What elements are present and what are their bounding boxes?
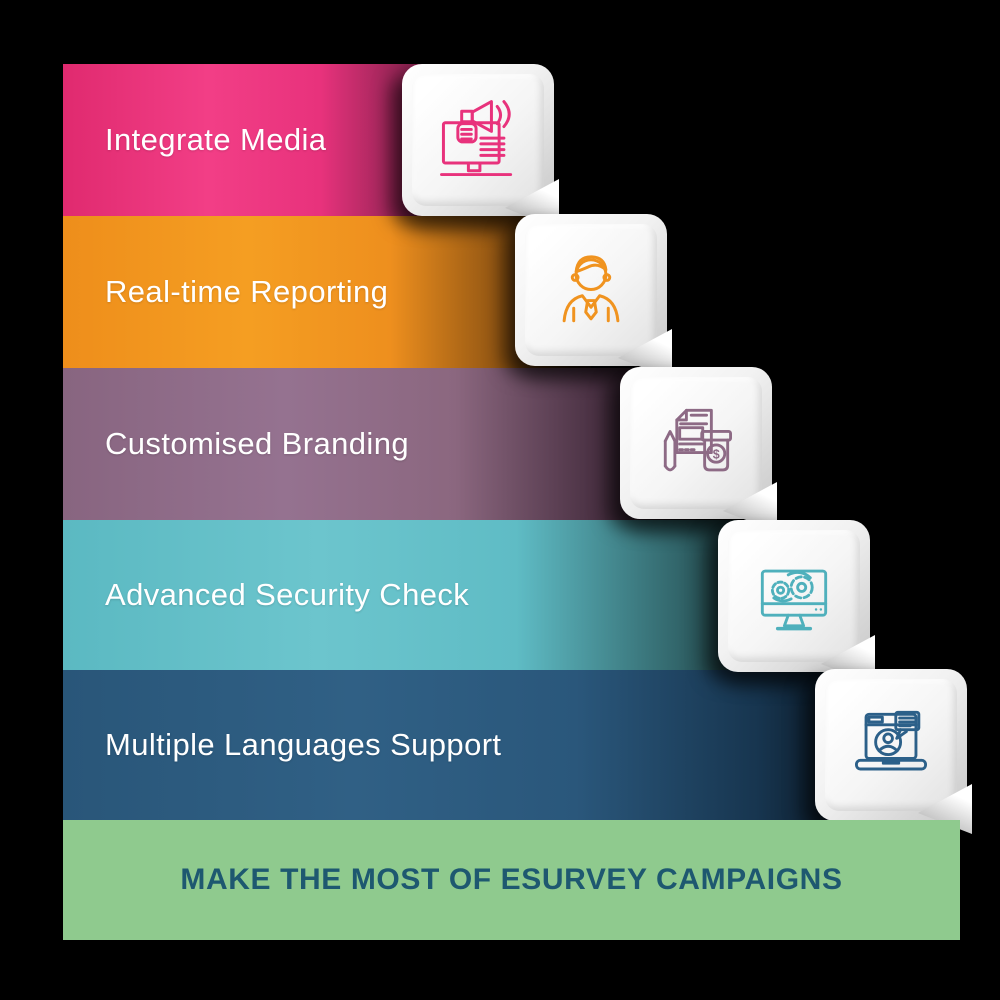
keycap-face: [728, 530, 860, 662]
keycap-tile-realtime-reporting: [515, 214, 672, 379]
step-bar-customised-branding: Customised Branding: [63, 368, 696, 520]
step-bar-realtime-reporting: Real-time Reporting: [63, 216, 591, 368]
security-monitor-gears-icon: [760, 569, 828, 631]
keycap-tile-advanced-security: [718, 520, 875, 685]
keycap-face: $: [630, 377, 762, 509]
step-label: Real-time Reporting: [105, 274, 389, 309]
step-bar-advanced-security: Advanced Security Check: [63, 520, 794, 670]
footer-banner: MAKE THE MOST OF ESURVEY CAMPAIGNS: [63, 820, 960, 940]
footer-banner-label: MAKE THE MOST OF ESURVEY CAMPAIGNS: [180, 863, 843, 896]
keycap-face: [825, 679, 957, 811]
keycap-face: [525, 224, 657, 356]
step-label: Customised Branding: [105, 426, 409, 461]
keycap-tile-integrate-media: [402, 64, 559, 229]
step-bar-multiple-languages: Multiple Languages Support: [63, 670, 891, 820]
megaphone-media-icon: [440, 100, 513, 177]
person-reporting-icon: [562, 255, 620, 323]
keycap-tile-multiple-languages: [815, 669, 972, 834]
step-label: Integrate Media: [105, 122, 327, 157]
languages-laptop-chat-icon: [855, 710, 927, 771]
step-label: Multiple Languages Support: [105, 727, 502, 762]
keycap-face: [412, 74, 544, 206]
step-label: Advanced Security Check: [105, 577, 470, 612]
keycap-tile-customised-branding: $: [620, 367, 777, 532]
branding-document-pencil-icon: $: [663, 408, 732, 472]
svg-text:$: $: [713, 447, 720, 461]
